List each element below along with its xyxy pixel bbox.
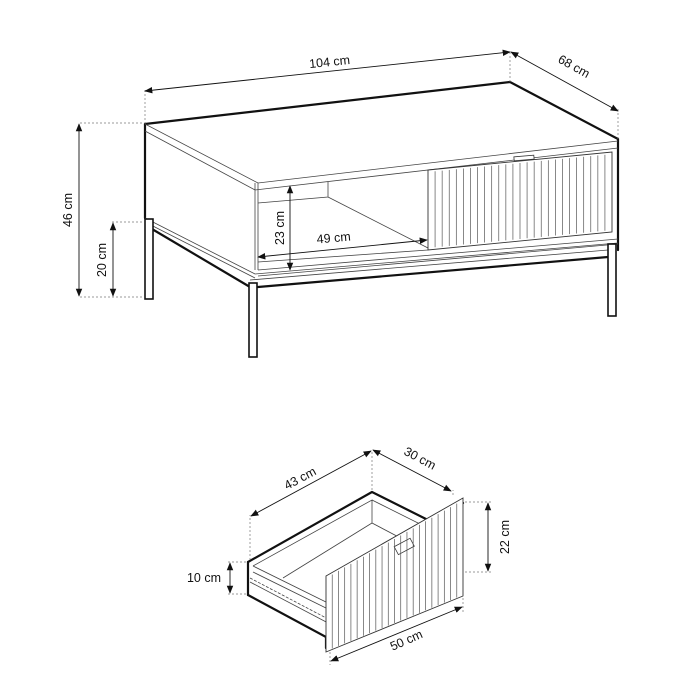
dim-table-width: 104 cm [144, 49, 511, 124]
leg-back-left [144, 218, 154, 300]
label-drawer-front-width: 50 cm [388, 627, 425, 654]
drawer-handle [513, 154, 535, 162]
dim-shelf-width: 49 cm [257, 230, 428, 260]
dim-drawer-front-height: 22 cm [465, 501, 512, 573]
dim-table-height: 46 cm [61, 122, 143, 298]
label-drawer-length: 43 cm [282, 464, 319, 492]
leg-front-right [607, 243, 617, 317]
coffee-table: 104 cm 68 cm 46 cm 20 cm 23 cm [61, 49, 620, 358]
label-drawer-front-height: 22 cm [498, 520, 512, 554]
table-legs [144, 218, 617, 358]
drawer-handle-cutout [393, 537, 415, 556]
dim-leg-height: 20 cm [95, 221, 143, 297]
label-shelf-width: 49 cm [316, 230, 351, 247]
label-leg-height: 20 cm [95, 243, 109, 277]
table-frame [144, 217, 619, 289]
dim-shelf-height: 23 cm [273, 185, 294, 271]
label-table-height: 46 cm [61, 193, 75, 227]
label-table-width: 104 cm [308, 53, 350, 71]
drawer-front [427, 151, 613, 251]
dim-drawer-depth: 30 cm [372, 444, 454, 495]
label-shelf-height: 23 cm [273, 211, 287, 245]
leg-front-left [248, 282, 258, 358]
label-table-depth: 68 cm [556, 52, 593, 81]
dim-table-depth: 68 cm [510, 51, 619, 139]
drawer: 43 cm 30 cm 22 cm 10 cm 50 cm [187, 444, 512, 665]
label-drawer-side-height: 10 cm [187, 571, 221, 585]
dim-drawer-side-height: 10 cm [187, 561, 246, 595]
